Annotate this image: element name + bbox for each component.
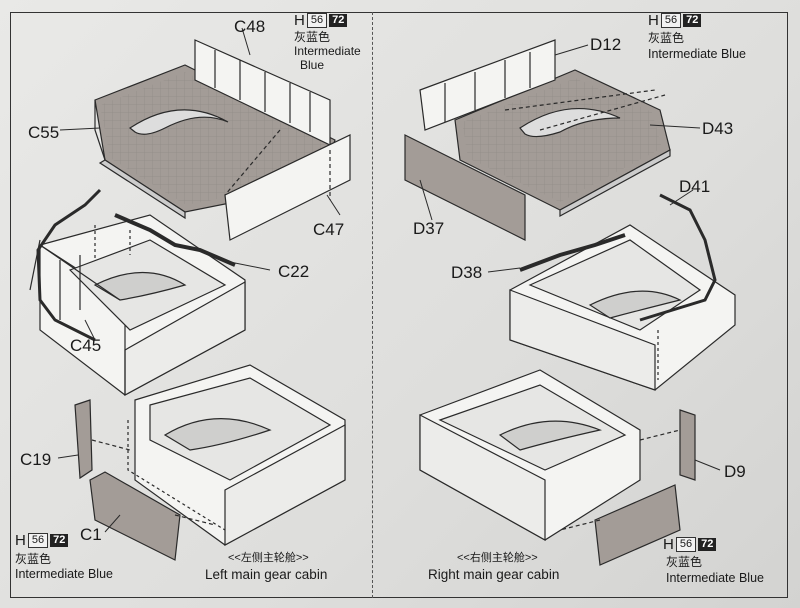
right-panel-d37 [404, 134, 526, 241]
right-middle-tub [509, 224, 736, 391]
paint-name-en-line1: Intermediate [294, 44, 361, 58]
part-label-c22: C22 [278, 262, 310, 281]
part-label-d9: D9 [724, 462, 746, 481]
paint-brand-h: H [294, 12, 305, 29]
caption-left-en: Left main gear cabin [205, 567, 328, 582]
panel-divider [372, 12, 373, 598]
paint-code-72: 72 [50, 534, 69, 547]
paint-name-cn: 灰蓝色 [294, 30, 331, 44]
right-part-d9-lower [594, 484, 681, 566]
paint-name-en: Intermediate Blue [15, 567, 113, 581]
right-wall-d12 [419, 39, 556, 131]
paint-name-en-line2: Blue [300, 58, 325, 72]
left-bottom-tub [127, 364, 346, 547]
paint-code-badge-right-bottom: H 56 72 [663, 536, 717, 553]
part-label-c19: C19 [20, 450, 52, 469]
left-part-c19 [74, 399, 93, 480]
caption-left-cn: <<左侧主轮舱>> [228, 552, 309, 564]
part-label-d12: D12 [590, 35, 622, 54]
part-label-c45: C45 [70, 336, 102, 355]
caption-right-cn: <<右侧主轮舱>> [457, 552, 538, 564]
paint-code-badge-left-top: H 56 72 [294, 12, 348, 29]
paint-code-72: 72 [698, 538, 717, 551]
part-label-d41: D41 [679, 177, 711, 196]
paint-brand-h: H [663, 536, 674, 553]
part-label-d37: D37 [413, 219, 445, 238]
paint-name-cn: 灰蓝色 [15, 552, 52, 566]
paint-brand-h: H [648, 12, 659, 29]
paint-name-cn: 灰蓝色 [666, 555, 703, 569]
paint-brand-h: H [15, 532, 26, 549]
right-bottom-tub [419, 369, 641, 542]
paint-code-56: 56 [675, 537, 697, 552]
paint-code-56: 56 [306, 13, 328, 28]
paint-code-badge-left-bottom: H 56 72 [15, 532, 69, 549]
part-label-c1: C1 [80, 525, 102, 544]
page-frame [10, 12, 788, 598]
right-part-d9-upper [679, 409, 696, 481]
caption-right-en: Right main gear cabin [428, 567, 560, 582]
paint-code-72: 72 [329, 14, 348, 27]
left-middle-tub [29, 214, 246, 397]
paint-name-en: Intermediate Blue [666, 571, 764, 585]
part-label-c48: C48 [234, 17, 266, 36]
paint-code-72: 72 [683, 14, 702, 27]
part-label-d43: D43 [702, 119, 734, 138]
left-panel-c47 [224, 134, 351, 241]
paint-code-56: 56 [660, 13, 682, 28]
paint-name-en: Intermediate Blue [648, 47, 746, 61]
left-part-c1 [89, 471, 181, 561]
left-floor-c55 [94, 64, 336, 220]
paint-code-badge-right-top: H 56 72 [648, 12, 702, 29]
paint-code-56: 56 [27, 533, 49, 548]
part-label-c55: C55 [28, 123, 60, 142]
part-label-c47: C47 [313, 220, 345, 239]
part-label-d38: D38 [451, 263, 483, 282]
paint-name-cn: 灰蓝色 [648, 31, 685, 45]
